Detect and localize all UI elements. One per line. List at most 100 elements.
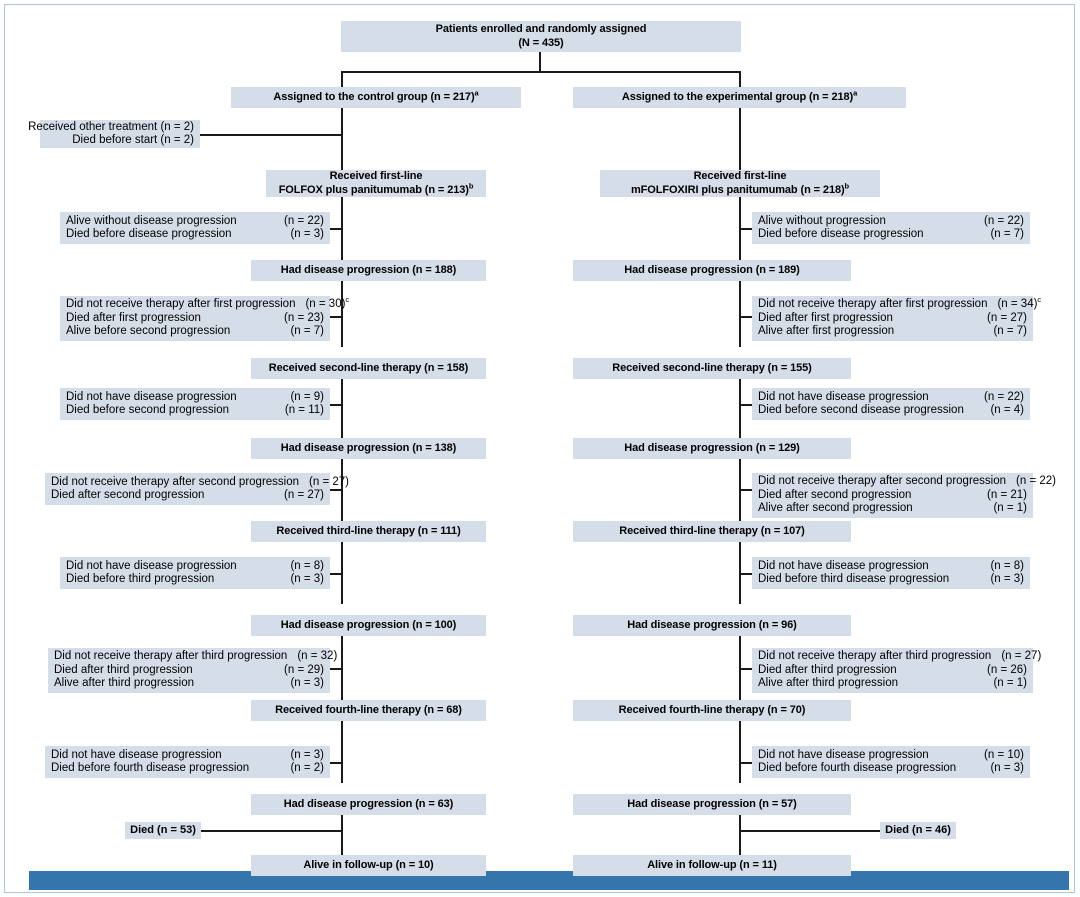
connector-exp-spine-3 [739, 281, 741, 347]
node-exp-progression-3: Had disease progression (n = 96) [573, 615, 851, 636]
connector-exp-spine-4 [739, 379, 741, 439]
node-control-progression-2: Had disease progression (n = 138) [251, 438, 486, 459]
box-exp-after-prog-3: Did not receive therapy after third prog… [752, 648, 1041, 693]
node-control-first-line-l2: FOLFOX plus panitumumab (n = 213) [278, 183, 469, 196]
connector-exp-side-7 [739, 762, 752, 764]
exp-ap2-n-1: (n = 21) [987, 488, 1027, 501]
node-exp-first-line-l2: mFOLFOXIRI plus panitumumab (n = 218) [630, 183, 845, 196]
connector-control-side-4 [330, 489, 343, 491]
exp-ap3-label-1: Died after third progression [758, 663, 897, 676]
connector-exp-side-3 [739, 404, 752, 406]
connector-control-died [201, 830, 342, 832]
node-control-fourth-line-label: Received fourth-line therapy (n = 68) [275, 703, 462, 716]
exp-ap2-label-0: Did not receive therapy after second pro… [758, 475, 1007, 488]
control-afol-n-0: (n = 3) [290, 748, 324, 761]
box-exp-after-fourth-line: Did not have disease progression(n = 10)… [752, 746, 1030, 778]
node-exp-assigned-label: Assigned to the experimental group (n = … [621, 90, 854, 103]
node-exp-fourth-line-label: Received fourth-line therapy (n = 70) [618, 703, 806, 716]
exp-alive-label: Alive in follow-up (n = 11) [647, 858, 777, 871]
node-control-progression-3-label: Had disease progression (n = 100) [280, 618, 457, 631]
exp-ap3-label-0: Did not receive therapy after third prog… [758, 650, 992, 663]
control-atl-label-1: Died before third progression [66, 573, 215, 585]
exp-ap3-label-2: Alive after third progression [758, 677, 898, 690]
exp-ap1-n-0: (n = 34) [997, 298, 1038, 311]
connector-split-horizontal [341, 71, 741, 73]
exp-afl-n-0: (n = 22) [984, 214, 1024, 227]
exp-asl-label-1: Died before second disease progression [758, 404, 964, 416]
node-exp-progression-2: Had disease progression (n = 129) [573, 438, 851, 459]
connector-exp-side-5 [739, 573, 752, 575]
control-afl-label-1: Died before disease progression [66, 228, 232, 240]
box-exp-after-third-line: Did not have disease progression(n = 8) … [752, 557, 1030, 589]
node-control-progression-1-label: Had disease progression (n = 188) [280, 263, 457, 276]
exp-ap3-n-1: (n = 26) [987, 663, 1027, 676]
control-afl-n-1: (n = 3) [290, 228, 324, 240]
exp-afl-label-1: Died before disease progression [758, 228, 924, 240]
control-atl-n-0: (n = 8) [290, 559, 324, 572]
connector-control-spine-9 [341, 815, 343, 856]
box-exp-after-prog-1: Did not receive therapy after first prog… [752, 296, 1041, 341]
control-ap3-label-2: Alive after third progression [54, 677, 194, 690]
exp-afol-n-0: (n = 10) [984, 748, 1024, 761]
control-excluded-1: Died before start (n = 2) [72, 134, 194, 146]
connector-split-left-down [341, 71, 343, 87]
control-ap1-n-0: (n = 30) [305, 298, 346, 311]
control-ap3-n-0: (n = 32) [297, 650, 338, 663]
control-ap1-n-1: (n = 23) [284, 311, 324, 324]
node-control-fourth-line: Received fourth-line therapy (n = 68) [251, 700, 486, 721]
exp-asl-label-0: Did not have disease progression [758, 390, 929, 403]
connector-control-spine-4 [341, 379, 343, 439]
exp-ap3-n-2: (n = 1) [993, 677, 1027, 690]
node-enrolled-line1: Patients enrolled and randomly assigned [435, 23, 647, 35]
control-asl-label-1: Died before second progression [66, 404, 230, 416]
box-exp-died: Died (n = 46) [880, 822, 956, 839]
node-control-progression-4: Had disease progression (n = 63) [251, 794, 486, 815]
figure-frame [4, 4, 1075, 893]
control-afl-label-0: Alive without disease progression [66, 214, 237, 227]
box-control-died: Died (n = 53) [125, 822, 201, 839]
control-ap1-n-2: (n = 7) [290, 325, 324, 338]
exp-afl-label-0: Alive without progression [758, 214, 886, 227]
node-exp-progression-4-label: Had disease progression (n = 57) [627, 797, 797, 810]
node-exp-progression-2-label: Had disease progression (n = 129) [624, 441, 800, 454]
node-exp-progression-3-label: Had disease progression (n = 96) [627, 618, 797, 631]
connector-exp-spine-8 [739, 721, 741, 783]
box-control-after-prog-1: Did not receive therapy after first prog… [60, 296, 349, 341]
connector-exp-side-4 [739, 489, 752, 491]
connector-split-right-down [739, 71, 741, 87]
node-exp-progression-1-label: Had disease progression (n = 189) [624, 263, 800, 276]
node-exp-assigned: Assigned to the experimental group (n = … [573, 87, 906, 108]
node-exp-third-line-label: Received third-line therapy (n = 107) [619, 524, 805, 537]
connector-control-spine-3 [341, 281, 343, 347]
node-exp-third-line: Received third-line therapy (n = 107) [573, 521, 851, 542]
exp-asl-n-1: (n = 4) [990, 404, 1024, 416]
connector-exp-spine-9 [739, 815, 741, 856]
node-exp-fourth-line: Received fourth-line therapy (n = 70) [573, 700, 851, 721]
node-control-first-line: Received first-line FOLFOX plus panitumu… [266, 170, 486, 197]
connector-control-side-6 [330, 668, 343, 670]
node-exp-second-line-label: Received second-line therapy (n = 155) [612, 361, 812, 374]
exp-ap2-label-1: Died after second progression [758, 488, 912, 501]
node-control-assigned: Assigned to the control group (n = 217)a [231, 87, 521, 108]
exp-asl-n-0: (n = 22) [984, 390, 1024, 403]
exp-atl-n-1: (n = 3) [990, 573, 1024, 585]
box-control-after-third-line: Did not have disease progression(n = 8) … [60, 557, 330, 589]
control-afl-n-0: (n = 22) [284, 214, 324, 227]
control-ap2-label-0: Did not receive therapy after second pro… [51, 475, 300, 488]
control-afol-n-1: (n = 2) [290, 762, 324, 774]
connector-exp-died [739, 830, 880, 832]
connector-control-side-7 [330, 762, 343, 764]
exp-atl-label-0: Did not have disease progression [758, 559, 929, 572]
exp-afl-n-1: (n = 7) [990, 228, 1024, 240]
exp-ap1-n-2: (n = 7) [993, 325, 1027, 338]
control-ap2-n-1: (n = 27) [284, 489, 324, 501]
node-control-third-line: Received third-line therapy (n = 111) [251, 521, 486, 542]
node-control-progression-1: Had disease progression (n = 188) [251, 260, 486, 281]
node-control-first-line-l1: Received first-line [329, 170, 423, 182]
exp-afol-label-1: Died before fourth disease progression [758, 762, 957, 774]
exp-ap3-n-0: (n = 27) [1001, 650, 1042, 663]
control-atl-n-1: (n = 3) [290, 573, 324, 585]
node-exp-alive-followup: Alive in follow-up (n = 11) [573, 855, 851, 876]
exp-ap2-n-2: (n = 1) [993, 502, 1027, 515]
node-control-assigned-label: Assigned to the control group (n = 217) [273, 90, 475, 103]
